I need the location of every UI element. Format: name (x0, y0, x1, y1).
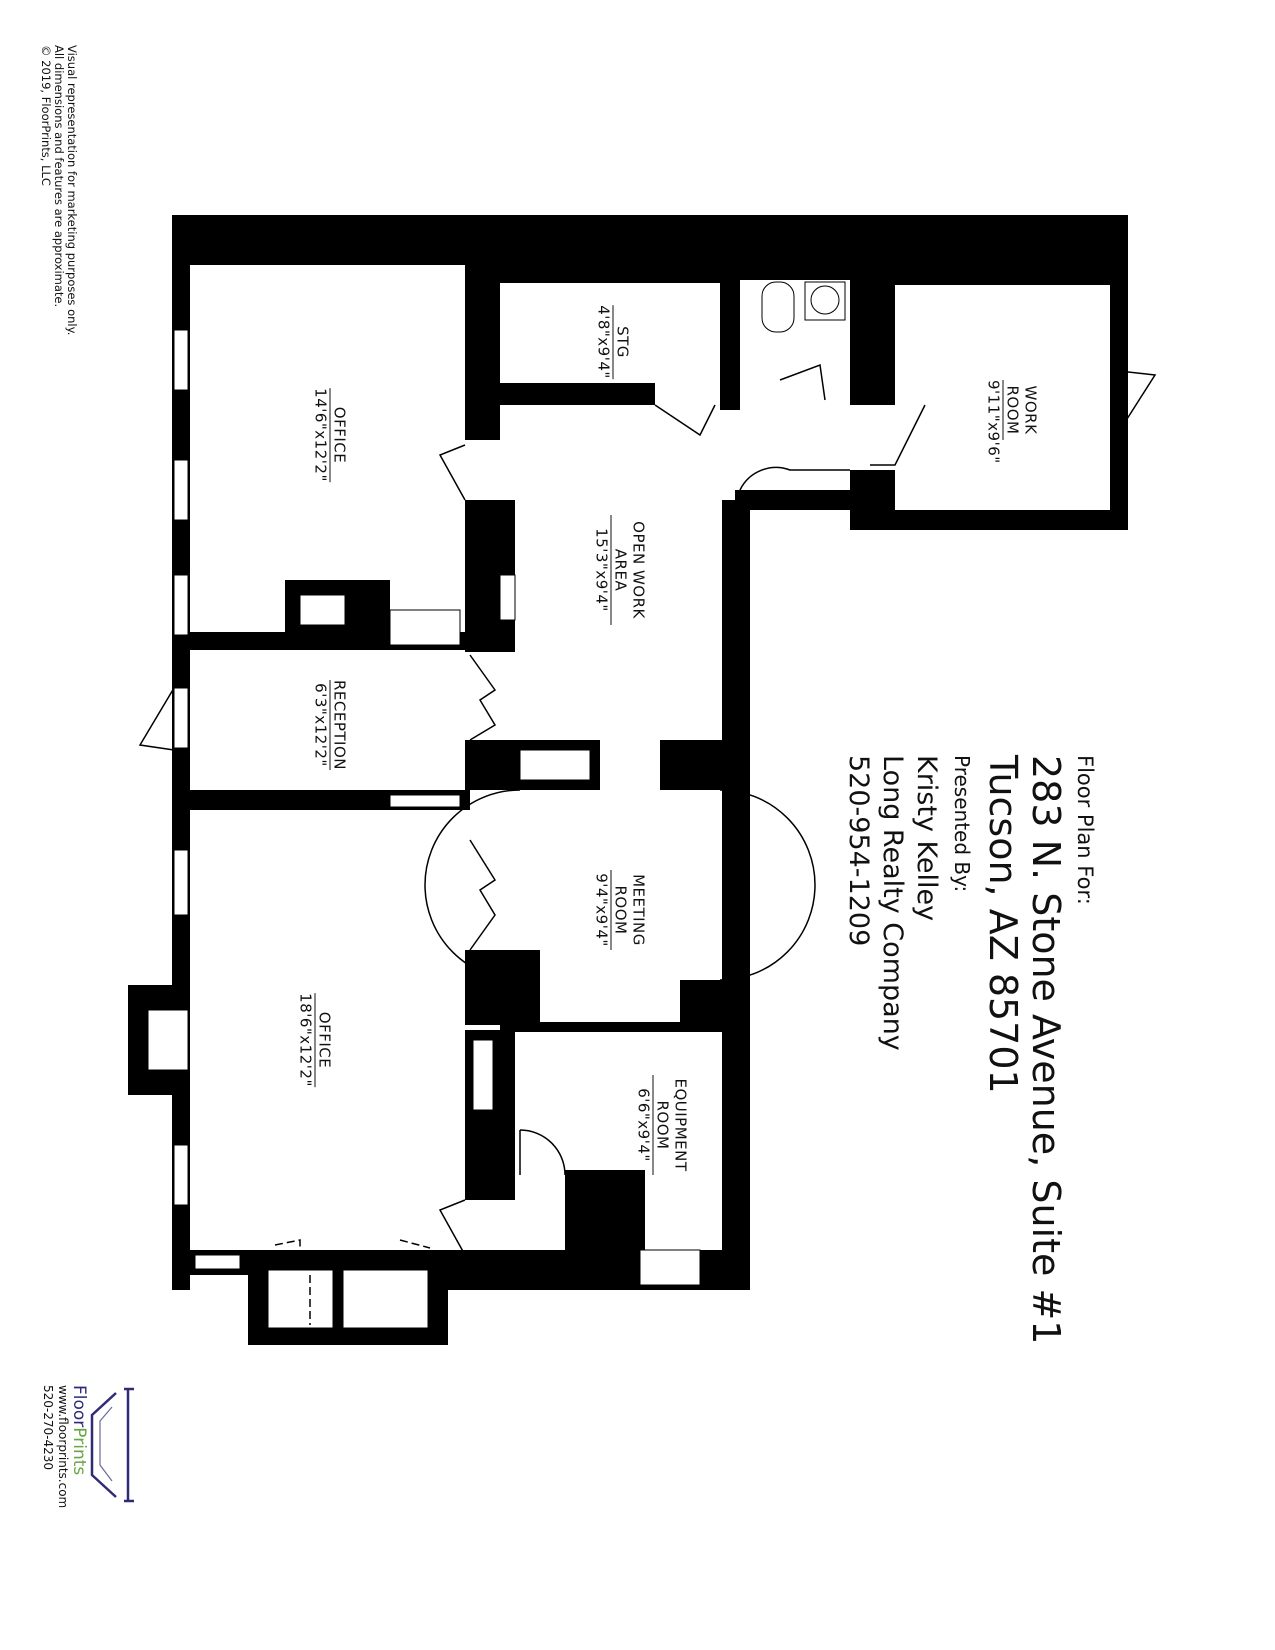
equipment-top-wall (500, 1022, 722, 1032)
room-name: WORK ROOM (1003, 385, 1040, 435)
hall-curve (739, 466, 850, 491)
agent-phone: 520-954-1209 (843, 755, 874, 947)
fireplace-hearth (147, 1009, 189, 1071)
room-dimensions: 6'3"x12'2" (311, 679, 331, 771)
window (173, 329, 189, 391)
window (173, 459, 189, 521)
hall-wall (735, 490, 850, 510)
work-room-right-wall (1110, 215, 1128, 530)
disclaimer-line: All dimensions and features are approxim… (52, 45, 66, 308)
sink-basin-icon (810, 285, 840, 315)
address-line-2: Tucson, AZ 85701 (981, 755, 1025, 1094)
work-room-bottom-wall (895, 510, 1128, 530)
built-in-niche (299, 594, 346, 626)
copyright-line: © 2019, FloorPrints, LLC (39, 45, 53, 186)
meeting-niche-a (519, 749, 591, 781)
room-name: OFFICE (330, 406, 349, 464)
storage-top-wall (480, 215, 730, 283)
room-label-storage: STG 4'8"x9'4" (594, 305, 632, 379)
storage-bottom-wall (500, 383, 655, 405)
room-label-reception: RECEPTION 6'3"x12'2" (311, 679, 349, 771)
room-name: OPEN WORK AREA (611, 521, 648, 619)
doors (138, 363, 1157, 1325)
room-label-office-2: OFFICE 18'6"x12'2" (296, 993, 334, 1087)
shelf-2 (499, 574, 516, 621)
room-label-work-room: WORK ROOM 9'11"x9'6" (984, 380, 1040, 464)
bottom-wall (440, 1250, 750, 1290)
work-room-door (870, 404, 926, 466)
company-name: Long Realty Company (877, 755, 908, 1051)
storage-door (654, 404, 716, 437)
reception-double-door (469, 654, 497, 741)
room-dimensions: 14'6"x12'2" (311, 388, 331, 482)
office2-door (438, 1199, 466, 1256)
address-line-1: 283 N. Stone Avenue, Suite #1 (1024, 755, 1068, 1345)
room-name: EQUIPMENT ROOM (653, 1078, 690, 1172)
logo-phone: 520-270-4230 (41, 1385, 55, 1471)
presented-by-label: Presented By: (950, 755, 974, 893)
room-label-office-1: OFFICE 14'6"x12'2" (311, 388, 349, 482)
logo-website: www.floorprints.com (56, 1385, 70, 1509)
window (173, 574, 189, 636)
bath-right-wall (850, 280, 895, 405)
equipment-door (519, 1129, 566, 1176)
disclaimer-line: Visual representation for marketing purp… (65, 45, 79, 336)
work-room-corner (850, 470, 895, 530)
closet-right (342, 1269, 429, 1329)
agent-name: Kristy Kelley (911, 755, 942, 922)
floorprints-logo-icon (90, 1387, 134, 1503)
room-name: OFFICE (315, 1011, 334, 1069)
meeting-room-curves (424, 789, 816, 981)
openings (147, 281, 846, 1329)
disclaimer: Visual representation for marketing purp… (39, 45, 79, 336)
bath-top-wall (730, 215, 890, 280)
room-name: RECEPTION (330, 679, 349, 771)
header-label: Floor Plan For: (1073, 755, 1097, 905)
room-dimensions: 18'6"x12'2" (296, 993, 316, 1087)
work-room-top-wall (880, 215, 1128, 285)
meeting-corner-br (680, 980, 722, 1025)
meeting-corner-bl (465, 950, 540, 1025)
meeting-corner-tr (660, 740, 722, 790)
closet-doors (274, 1239, 431, 1325)
room-dimensions: 4'8"x9'4" (594, 305, 614, 379)
entry-door-opening (173, 687, 189, 749)
room-name: MEETING ROOM (611, 874, 648, 946)
logo-brand-prints: Prints (69, 1427, 89, 1476)
office1-door (438, 444, 466, 501)
right-long-wall (722, 500, 750, 1290)
entry-door (138, 687, 175, 751)
built-in-shelf (389, 609, 461, 646)
room-dimensions: 15'3"x9'4" (592, 515, 612, 625)
office-open-wall-a (465, 215, 500, 440)
room-label-meeting-room: MEETING ROOM 9'4"x9'4" (592, 870, 648, 950)
shelf (472, 1039, 494, 1111)
built-in-shelf-2 (389, 794, 461, 808)
window (194, 1254, 241, 1270)
meeting-double-door (469, 839, 497, 951)
room-dimensions: 9'4"x9'4" (592, 870, 612, 950)
logo-brand-floor: Floor (69, 1385, 89, 1428)
bath-door (779, 363, 826, 401)
closet-left (267, 1269, 334, 1329)
window (173, 1144, 189, 1206)
window (173, 849, 189, 916)
room-dimensions: 6'6"x9'4" (634, 1075, 654, 1175)
equipment-niche (639, 1249, 701, 1286)
floorprints-logo: FloorPrints www.floorprints.com 520-270-… (40, 1385, 89, 1509)
storage-right-wall (720, 215, 740, 410)
work-room-exterior-door (1109, 369, 1157, 431)
room-label-open-work-area: OPEN WORK AREA 15'3"x9'4" (592, 515, 648, 625)
room-dimensions: 9'11"x9'6" (984, 380, 1004, 464)
room-name: STG (613, 326, 632, 358)
toilet-icon (761, 281, 795, 333)
plan-header: Floor Plan For: 283 N. Stone Avenue, Sui… (841, 755, 1103, 1344)
room-label-equipment-room: EQUIPMENT ROOM 6'6"x9'4" (634, 1075, 690, 1175)
